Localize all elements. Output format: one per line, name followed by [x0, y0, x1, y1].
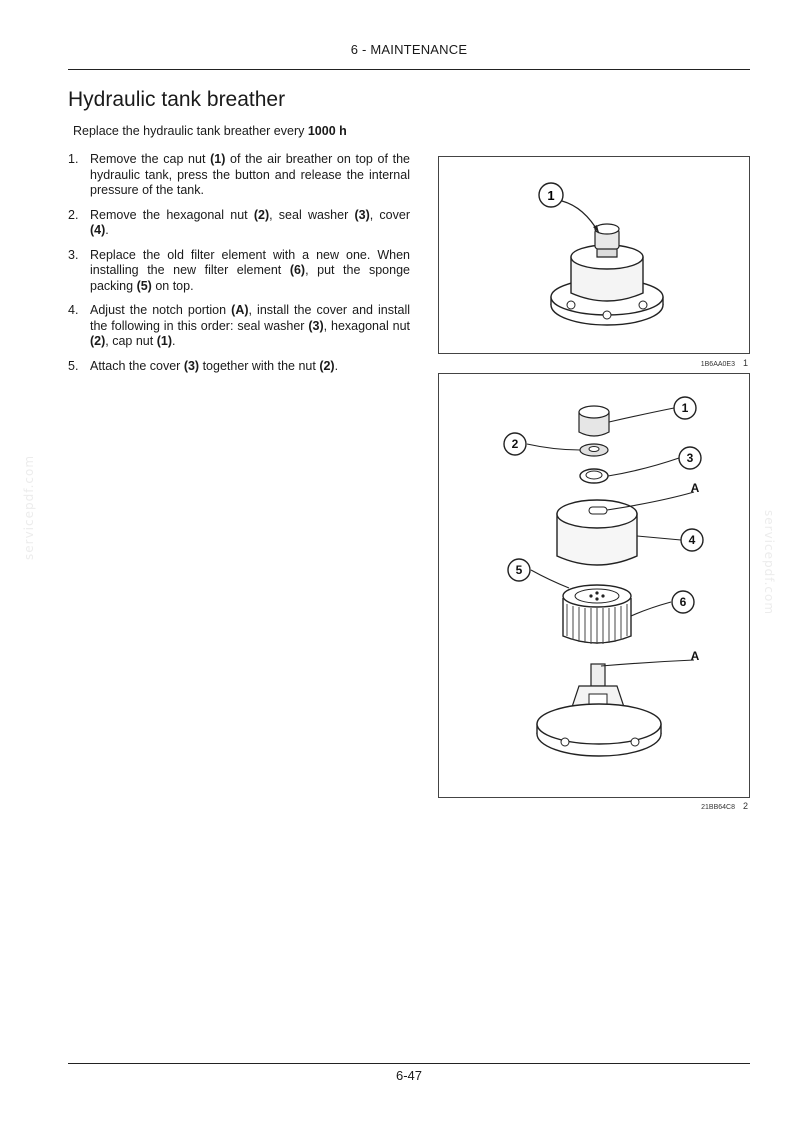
step-text: .	[105, 223, 109, 237]
step-item: 4. Adjust the notch portion (A), install …	[68, 303, 410, 350]
step-text: , cover	[369, 207, 411, 222]
watermark-right: servicepdf.com	[762, 510, 776, 616]
step-text: .	[172, 334, 176, 348]
procedure-steps: 1. Remove the cap nut (1) of the air brea…	[68, 152, 410, 383]
watermark-left: servicepdf.com	[22, 454, 36, 560]
figure-1-caption: 1B6AA0E3 1	[600, 358, 748, 368]
step-reference: (3)	[308, 318, 324, 333]
figure-1-illustration: 1	[538, 182, 664, 326]
callout-circle	[671, 590, 695, 614]
step-reference: (3)	[354, 207, 370, 222]
step-text: Adjust the notch portion	[90, 303, 232, 317]
page-number: 6-47	[395, 1068, 423, 1083]
step-item: 5. Attach the cover (3) together with the…	[68, 359, 410, 375]
step-text: .	[334, 358, 339, 373]
figure-1-number: 1	[742, 358, 748, 368]
figure-2-number: 2	[742, 801, 748, 811]
step-reference: (3)	[183, 358, 200, 373]
callout-label: 2	[512, 437, 519, 451]
step-text: , install the cover and install the foll…	[90, 303, 410, 333]
figure-2-code: 21BB64C8	[701, 804, 735, 811]
callout-label: 4	[689, 533, 696, 547]
figure-1-breather-assembled: 1	[438, 156, 750, 354]
step-text: together with the nut	[199, 358, 320, 373]
step-reference: (2)	[253, 207, 270, 222]
callout-label: A	[691, 649, 700, 663]
page-header-chapter: 6 - MAINTENANCE	[350, 42, 468, 57]
step-text: , put the sponge packing	[90, 263, 410, 293]
callout-circle	[538, 182, 564, 208]
callout-label: A	[691, 481, 700, 495]
header-rule	[68, 69, 750, 70]
step-number: 3.	[68, 247, 79, 262]
step-reference: (A)	[231, 303, 249, 317]
callout-label: 1	[547, 188, 554, 203]
figure-1-code: 1B6AA0E3	[700, 361, 735, 368]
step-text: , cap nut	[105, 334, 157, 348]
section-title: Hydraulic tank breather	[68, 88, 286, 111]
step-reference: (4)	[90, 223, 106, 237]
callout-label: 1	[682, 401, 689, 415]
callout-circle	[680, 528, 704, 552]
step-reference: (1)	[210, 152, 226, 166]
intro-interval: 1000 h	[307, 124, 347, 138]
step-item: 3. Replace the old filter element with a …	[68, 248, 410, 295]
callout-label: 3	[687, 451, 694, 465]
step-number: 5.	[68, 358, 79, 373]
callout-label: 6	[680, 595, 687, 609]
callout-circle	[507, 558, 531, 582]
step-reference: (1)	[156, 334, 172, 348]
step-item: 2. Remove the hexagonal nut (2), seal was…	[68, 208, 410, 239]
callout-circle	[503, 432, 527, 456]
callout-circle	[678, 446, 702, 470]
callout-circle	[673, 396, 697, 420]
intro-paragraph: Replace the hydraulic tank breather ever…	[73, 124, 347, 138]
step-text: Replace the old filter element with a ne…	[90, 247, 410, 278]
step-text: of the air breather on top of the hydrau…	[90, 152, 410, 197]
figure-2-breather-exploded: 1 2 3 A 4 5 6 A	[438, 373, 750, 798]
intro-text: Replace the hydraulic tank breather ever…	[73, 124, 308, 138]
callout-label: 5	[516, 563, 523, 577]
step-text: Attach the cover	[90, 358, 184, 373]
step-reference: (2)	[319, 358, 335, 373]
step-text: , seal washer	[269, 207, 355, 222]
figure-2-caption: 21BB64C8 2	[600, 801, 748, 811]
figure-2-illustration: 1 2 3 A 4 5 6 A	[503, 396, 704, 757]
step-item: 1. Remove the cap nut (1) of the air brea…	[68, 152, 410, 199]
step-number: 1.	[68, 152, 79, 166]
step-number: 4.	[68, 303, 79, 317]
step-reference: (6)	[289, 263, 306, 277]
step-text: , hexagonal nut	[323, 318, 410, 333]
step-text: on top.	[151, 278, 194, 293]
step-text: Remove the cap nut	[90, 152, 211, 166]
step-text: Remove the hexagonal nut	[90, 207, 254, 222]
step-reference: (5)	[136, 278, 152, 293]
step-number: 2.	[68, 207, 79, 222]
footer-rule	[68, 1063, 750, 1064]
step-reference: (2)	[90, 334, 106, 348]
